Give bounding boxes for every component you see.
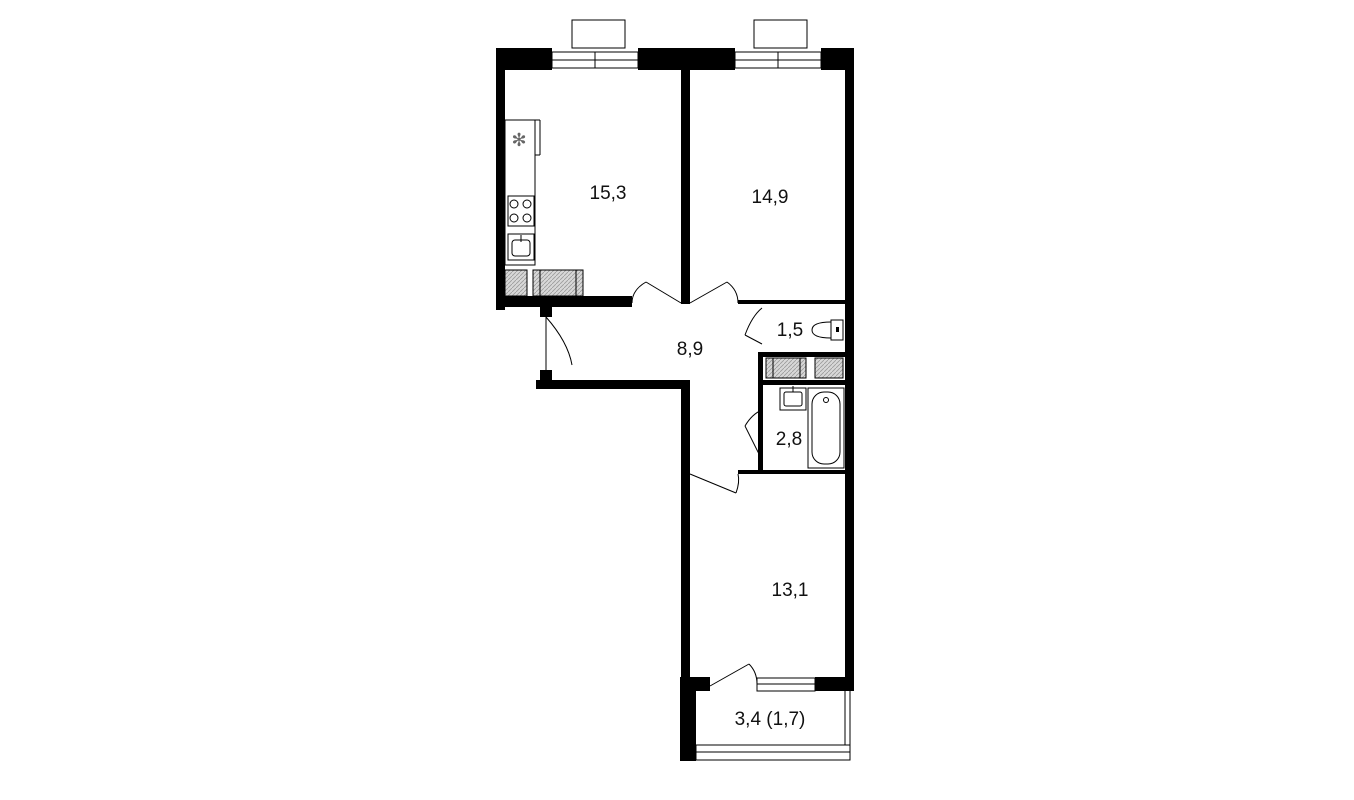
door-icon [545,281,763,687]
window-icon [734,19,822,69]
vent-shaft [814,357,844,379]
room-area-bedroom-top: 14,9 [752,187,789,208]
room-area-hallway: 8,9 [677,339,703,360]
fan-icon: ✻ [511,130,526,151]
sink-icon [507,233,535,261]
room-area-bathroom: 2,8 [776,429,802,450]
balcony-railing [695,691,851,761]
washbasin-icon [779,386,807,411]
room-area-balcony: 3,4 (1,7) [735,709,806,730]
room-area-bedroom-bottom: 13,1 [772,580,809,601]
toilet-icon [811,319,844,341]
walls [496,48,854,761]
vent-shaft [532,269,584,297]
window-icon [551,19,639,69]
stove-icon [507,195,535,227]
room-area-kitchen: 15,3 [590,183,627,204]
bathtub-icon [807,387,845,469]
svg-text:✻: ✻ [511,130,526,151]
vent-shaft [504,269,528,297]
window-icon [756,677,816,692]
vent-shaft [765,357,807,379]
room-area-toilet: 1,5 [777,320,803,341]
